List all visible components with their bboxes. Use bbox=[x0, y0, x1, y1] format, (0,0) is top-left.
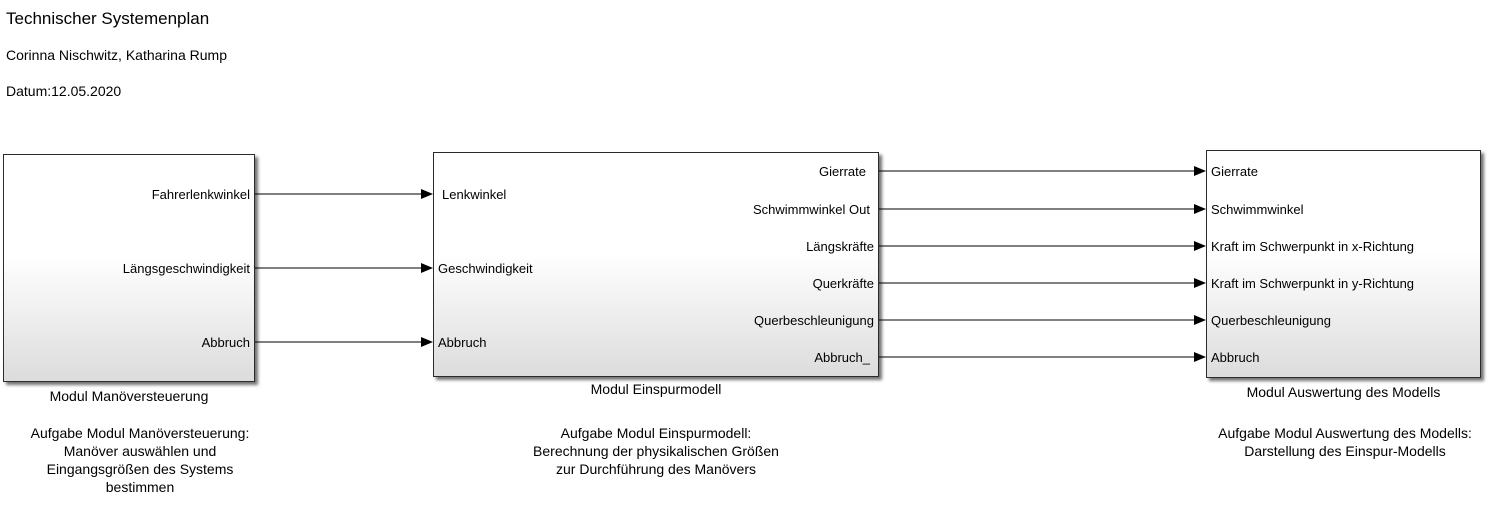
description-manoeversteuerung: Aufgabe Modul Manöversteuerung: Manöver … bbox=[0, 424, 280, 496]
description-line: Darstellung des Einspur-Modells bbox=[1244, 443, 1446, 459]
output-port-laengsgeschwindigkeit[interactable]: Längsgeschwindigkeit bbox=[122, 261, 250, 276]
description-line: Berechnung der physikalischen Größen bbox=[533, 443, 779, 459]
description-line: bestimmen bbox=[105, 479, 175, 495]
date: Datum:12.05.2020 bbox=[6, 83, 122, 99]
description-auswertung: Aufgabe Modul Auswertung des Modells: Da… bbox=[1195, 424, 1495, 460]
block-name-manoeversteuerung: Modul Manöversteuerung bbox=[49, 388, 209, 404]
output-port-abbruch[interactable]: Abbruch bbox=[201, 335, 250, 350]
output-port-querkraefte[interactable]: Querkräfte bbox=[812, 276, 874, 291]
input-port-abbruch[interactable]: Abbruch bbox=[1211, 350, 1260, 365]
output-port-laengskraefte[interactable]: Längskräfte bbox=[806, 239, 874, 254]
block-einspurmodell[interactable]: Lenkwinkel Geschwindigkeit Abbruch Gierr… bbox=[433, 152, 879, 377]
input-port-abbruch[interactable]: Abbruch bbox=[438, 335, 487, 350]
description-line: Aufgabe Modul Einspurmodell: bbox=[560, 425, 752, 441]
input-port-gierrate[interactable]: Gierrate bbox=[1211, 164, 1258, 179]
description-line: Aufgabe Modul Auswertung des Modells: bbox=[1218, 425, 1472, 441]
block-auswertung[interactable]: Gierrate Schwimmwinkel Kraft im Schwerpu… bbox=[1206, 150, 1481, 378]
input-port-schwimmwinkel[interactable]: Schwimmwinkel bbox=[1211, 202, 1304, 217]
input-port-kraft-y[interactable]: Kraft im Schwerpunkt in y-Richtung bbox=[1211, 276, 1415, 291]
description-line: Aufgabe Modul Manöversteuerung: bbox=[30, 425, 250, 441]
output-port-querbeschleunigung[interactable]: Querbeschleunigung bbox=[754, 313, 874, 328]
input-port-geschwindigkeit[interactable]: Geschwindigkeit bbox=[438, 261, 533, 276]
description-einspurmodell: Aufgabe Modul Einspurmodell: Berechnung … bbox=[496, 424, 816, 478]
block-name-auswertung: Modul Auswertung des Modells bbox=[1246, 384, 1441, 400]
output-port-fahrerlenkwinkel[interactable]: Fahrerlenkwinkel bbox=[151, 187, 250, 202]
input-port-querbeschleunigung[interactable]: Querbeschleunigung bbox=[1211, 313, 1331, 328]
description-line: zur Durchführung des Manövers bbox=[556, 461, 756, 477]
block-name-einspurmodell: Modul Einspurmodell bbox=[590, 381, 722, 397]
input-port-kraft-x[interactable]: Kraft im Schwerpunkt in x-Richtung bbox=[1211, 239, 1415, 254]
output-port-schwimmwinkel-out[interactable]: Schwimmwinkel Out bbox=[752, 202, 870, 217]
description-line: Manöver auswählen und bbox=[63, 443, 217, 459]
diagram-title: Technischer Systemenplan bbox=[6, 9, 210, 28]
authors: Corinna Nischwitz, Katharina Rump bbox=[6, 47, 227, 63]
block-manoeversteuerung[interactable]: Fahrerlenkwinkel Längsgeschwindigkeit Ab… bbox=[3, 154, 255, 382]
description-line: Eingangsgrößen des Systems bbox=[46, 461, 234, 477]
input-port-lenkwinkel[interactable]: Lenkwinkel bbox=[442, 187, 507, 202]
output-port-gierrate[interactable]: Gierrate bbox=[819, 164, 866, 179]
output-port-abbruch[interactable]: Abbruch_ bbox=[814, 350, 870, 365]
